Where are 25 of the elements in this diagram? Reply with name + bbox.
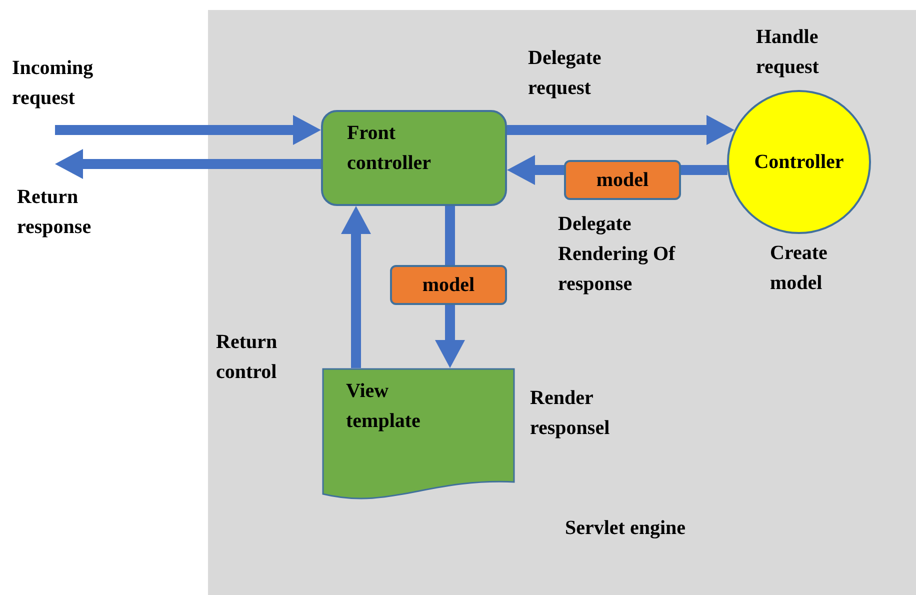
node-label: model [422, 274, 475, 296]
annotation-text: Create model [770, 242, 828, 294]
arrow [55, 149, 321, 179]
node-label: View template [346, 380, 420, 432]
edge-label: Delegate Rendering Of response [558, 213, 676, 295]
edge-label: Incoming request [12, 57, 94, 109]
document-shape [322, 368, 515, 500]
process-box [321, 110, 507, 206]
panel-title: Servlet engine [565, 517, 686, 539]
edge-label: Return control [216, 331, 278, 383]
node-label: Front controller [347, 122, 432, 174]
node-label: Controller [754, 151, 844, 173]
arrow [507, 155, 564, 185]
data-tag [390, 265, 507, 305]
edge-label: Delegate request [528, 47, 602, 99]
arrow [55, 115, 321, 145]
arrow [507, 115, 734, 145]
arrow [435, 305, 465, 368]
arrow [341, 206, 371, 368]
annotation-text: Render responsel [530, 387, 610, 439]
engine-panel [208, 10, 916, 595]
annotation-text: Handle request [756, 26, 819, 78]
node-label: model [596, 169, 649, 191]
edge-label: Return response [17, 186, 92, 238]
data-tag [564, 160, 681, 200]
